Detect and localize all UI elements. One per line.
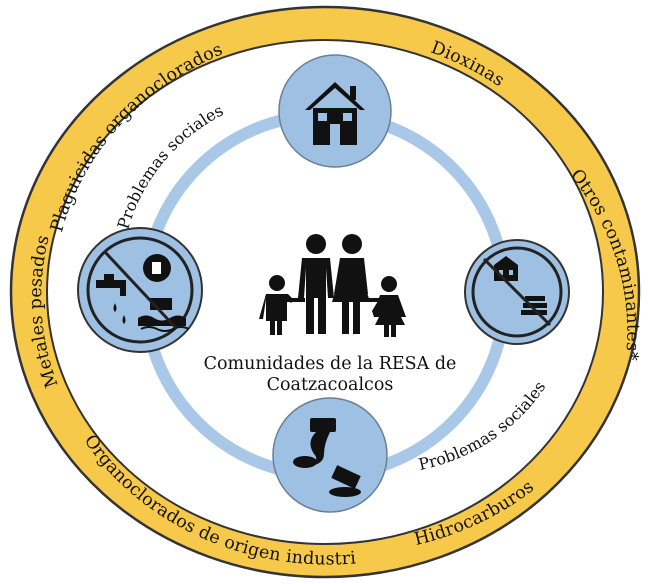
node-bottom-pollution [272, 397, 388, 513]
no-water-contamination-icon [96, 254, 190, 332]
node-right-education [464, 239, 570, 345]
node-left-water [77, 227, 203, 353]
family-icon [259, 234, 406, 337]
center-label-line1: Comunidades de la RESA de [203, 354, 457, 374]
pipe-spill-icon [293, 418, 361, 497]
center-label: Comunidades de la RESA de Coatzacoalcos [170, 354, 490, 396]
house-icon [305, 82, 365, 145]
center-label-line2: Coatzacoalcos [266, 375, 394, 395]
node-top-housing [278, 54, 392, 168]
